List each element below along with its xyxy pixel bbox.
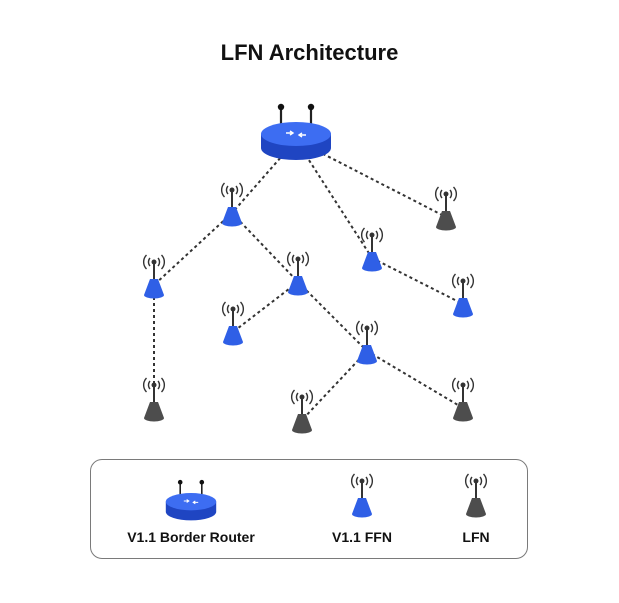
ffn-node-icon-f5: [221, 301, 245, 347]
legend-box: [90, 459, 528, 559]
link-f4-f5: [232, 281, 299, 333]
link-f1-f4: [231, 212, 299, 283]
legend-lfn-label: LFN: [462, 529, 490, 545]
diagram-title: LFN Architecture: [220, 40, 399, 65]
link-f6-l3: [301, 350, 368, 421]
link-root-f1: [231, 139, 297, 214]
lfn-node-icon-l1: [434, 186, 458, 232]
legend-ffn-label: V1.1 FFN: [332, 529, 392, 545]
link-root-l1: [295, 139, 447, 218]
border-router-icon: [259, 102, 333, 162]
link-root-f2: [295, 139, 373, 259]
nodes-layer: [142, 102, 475, 435]
lfn-node-icon-l2: [142, 377, 166, 423]
ffn-node-icon-f7: [451, 273, 475, 319]
legend-router-label: V1.1 Border Router: [127, 529, 255, 545]
link-f2-f7: [371, 257, 464, 305]
link-f1-f3: [153, 212, 233, 286]
ffn-node-icon-f3: [142, 254, 166, 300]
link-f6-l4: [366, 350, 464, 409]
links-layer: [153, 139, 464, 421]
link-f4-f6: [297, 281, 368, 352]
lfn-node-icon-l4: [451, 377, 475, 423]
ffn-node-icon-f2: [360, 227, 384, 273]
lfn-node-icon-l3: [290, 389, 314, 435]
